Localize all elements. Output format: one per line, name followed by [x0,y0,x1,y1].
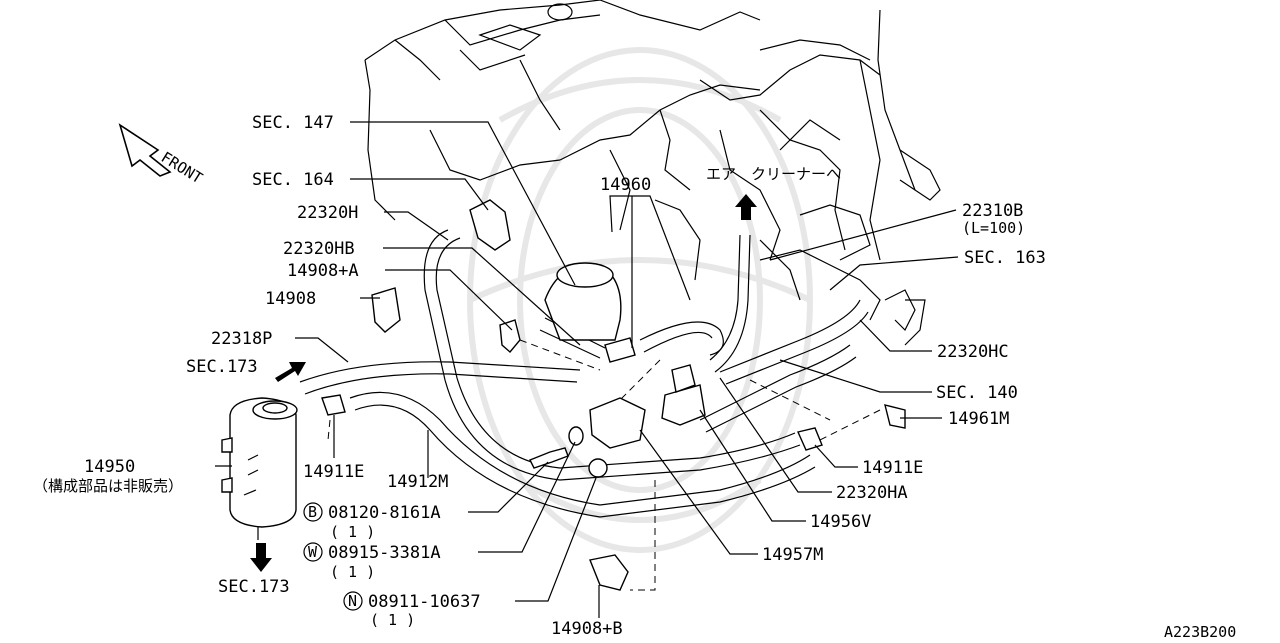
badge-b-icon: B [303,502,323,522]
diagram-reference: A223B200 [1164,623,1236,639]
label-14908[interactable]: 14908 [265,289,316,309]
svg-text:N: N [348,592,357,610]
badge-w-icon: W [303,542,323,562]
hoses [299,199,906,591]
label-sec164[interactable]: SEC. 164 [252,170,334,190]
label-14960[interactable]: 14960 [600,175,651,195]
label-14908a[interactable]: 14908+A [287,261,359,281]
label-14950[interactable]: 14950 [84,457,135,477]
label-14911e-right[interactable]: 14911E [862,458,923,478]
arrow-down-icon [250,543,272,572]
label-qty-b: ( 1 ) [330,523,375,541]
part-labels: SEC. 147 SEC. 164 22320H 22320HB 14908+A… [33,113,1236,641]
label-22320hc[interactable]: 22320HC [937,342,1009,362]
svg-text:W: W [308,543,318,561]
label-14908b[interactable]: 14908+B [551,619,623,639]
label-14957m[interactable]: 14957M [762,545,823,565]
flow-arrows [118,123,757,572]
front-arrow-icon [118,123,172,177]
label-sec140[interactable]: SEC. 140 [936,383,1018,403]
label-08915[interactable]: 08915-3381A [328,543,441,563]
label-sec173-top[interactable]: SEC.173 [186,357,258,377]
label-08911[interactable]: 08911-10637 [368,592,481,612]
label-qty-w: ( 1 ) [330,563,375,581]
label-air-cleaner: エア クリーナーへ [706,165,841,183]
canister-14950 [221,397,298,540]
label-22320ha[interactable]: 22320HA [836,483,908,503]
label-14911e-left[interactable]: 14911E [303,462,364,482]
label-sec147[interactable]: SEC. 147 [252,113,334,133]
label-22310b-length: (L=100) [962,219,1025,237]
label-14956v[interactable]: 14956V [810,512,871,532]
label-22320hb[interactable]: 22320HB [283,239,355,259]
arrow-up-right-icon [275,362,306,382]
label-sec163[interactable]: SEC. 163 [964,248,1046,268]
badge-n-icon: N [343,591,363,611]
label-14961m[interactable]: 14961M [948,409,1009,429]
label-14950-note: （構成部品は非販売） [33,477,183,495]
label-22318p[interactable]: 22318P [211,329,272,349]
label-22310b[interactable]: 22310B [962,201,1023,221]
label-22320h[interactable]: 22320H [297,203,358,223]
svg-text:B: B [308,503,317,521]
label-sec173-bottom[interactable]: SEC.173 [218,577,290,597]
engine-outline [364,0,941,346]
arrow-up-icon [735,194,757,220]
label-qty-n: ( 1 ) [370,611,415,629]
watermark [467,47,813,553]
label-08120[interactable]: 08120-8161A [328,503,441,523]
label-front: FRONT [158,148,206,187]
label-14912m[interactable]: 14912M [387,472,448,492]
leader-lines [215,121,959,618]
